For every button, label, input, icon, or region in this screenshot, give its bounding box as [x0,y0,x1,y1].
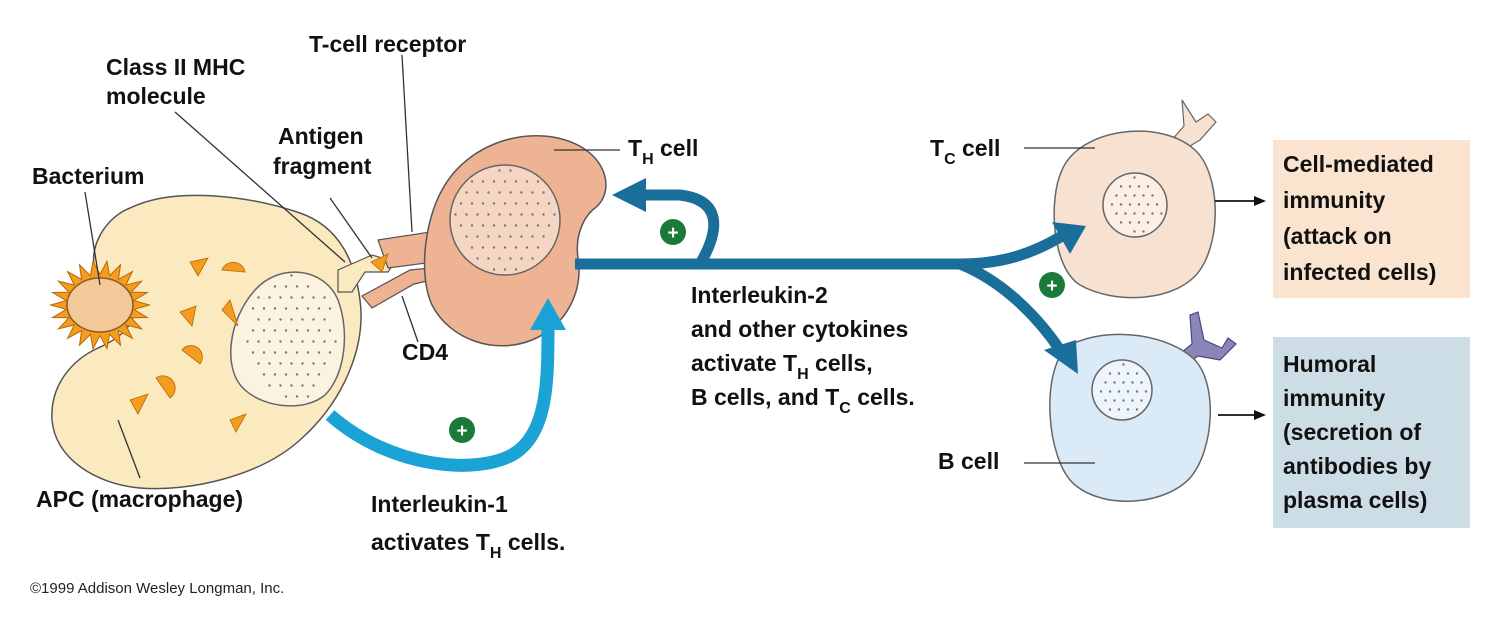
svg-text:immunity: immunity [1283,187,1385,213]
interleukin-1-line1: Interleukin-1 [371,491,508,517]
humoral-text: Humoral immunity (secretion of antibodie… [1283,351,1431,513]
antigen-fragment-bound [370,253,389,273]
svg-text:Humoral: Humoral [1283,351,1376,377]
th-cell-label: TH cell [628,135,698,168]
tc-nucleus [1102,172,1168,238]
b-branch-arrow [957,258,1065,354]
interleukin-2-line3: activate TH cells, [691,350,873,383]
mhc-tcr-complex [337,231,435,309]
b-cell-label: B cell [938,448,999,474]
apc-nucleus-dots [246,274,337,398]
tc-cell [1053,99,1217,299]
interleukin-2-line1: Interleukin-2 [691,282,828,308]
apc-nucleus [230,271,346,407]
antigen-label-line1: Antigen [278,123,364,149]
tc-nucleus-dots [1110,176,1163,233]
class-ii-mhc-label-line2: molecule [106,83,206,109]
cd4-label: CD4 [402,339,448,365]
interleukin-1-arrowhead [530,298,566,330]
b-branch-arrowhead [1044,340,1078,374]
bacterium [48,259,152,351]
b-nucleus-dots [1099,363,1148,411]
svg-text:+: + [1046,276,1057,297]
tc-branch-arrow [959,231,1065,270]
interleukin-1-arrow [325,325,555,472]
interleukin-2-line2: and other cytokines [691,316,908,342]
b-nucleus [1091,359,1153,421]
svg-text:immunity: immunity [1283,385,1385,411]
svg-text:infected cells): infected cells) [1283,259,1436,285]
th-nucleus-dots [454,169,556,271]
tc-cell-label: TC cell [930,135,1000,168]
svg-text:plasma cells): plasma cells) [1283,487,1427,513]
apc-label: APC (macrophage) [36,486,243,512]
class-ii-mhc-label-line1: Class II MHC [106,54,245,80]
svg-text:Cell-mediated: Cell-mediated [1283,151,1434,177]
th-feedback-arrowhead [612,178,646,212]
plus-il2-th: + [660,219,686,245]
svg-text:(attack on: (attack on [1283,223,1392,249]
leader-lines [84,54,1095,479]
interleukin-1-line2: activates TH cells. [371,529,565,562]
cd4-molecule [361,267,433,309]
svg-text:(secretion of: (secretion of [1283,419,1421,445]
t-cell-receptor-label: T-cell receptor [309,31,466,57]
th-feedback-arrow [640,189,720,267]
cell-mediated-text: Cell-mediated immunity (attack on infect… [1283,151,1436,285]
antigen-label-line2: fragment [273,153,372,179]
humoral-box [1273,337,1470,528]
svg-text:+: + [456,421,467,442]
plus-tc-b: + [1039,272,1065,298]
interleukin-2-line4: B cells, and TC cells. [691,384,915,417]
outcome-arrows [1215,196,1266,420]
plus-il1: + [449,417,475,443]
svg-text:antibodies by: antibodies by [1283,453,1431,479]
copyright-notice: ©1999 Addison Wesley Longman, Inc. [30,580,284,597]
tc-branch-arrowhead [1052,222,1086,254]
tc-receptor [1169,99,1217,153]
bacterium-label: Bacterium [32,163,144,189]
b-cell [1049,311,1237,502]
antigen-fragments [129,257,247,433]
svg-text:+: + [667,223,678,244]
cell-mediated-box [1273,140,1470,298]
